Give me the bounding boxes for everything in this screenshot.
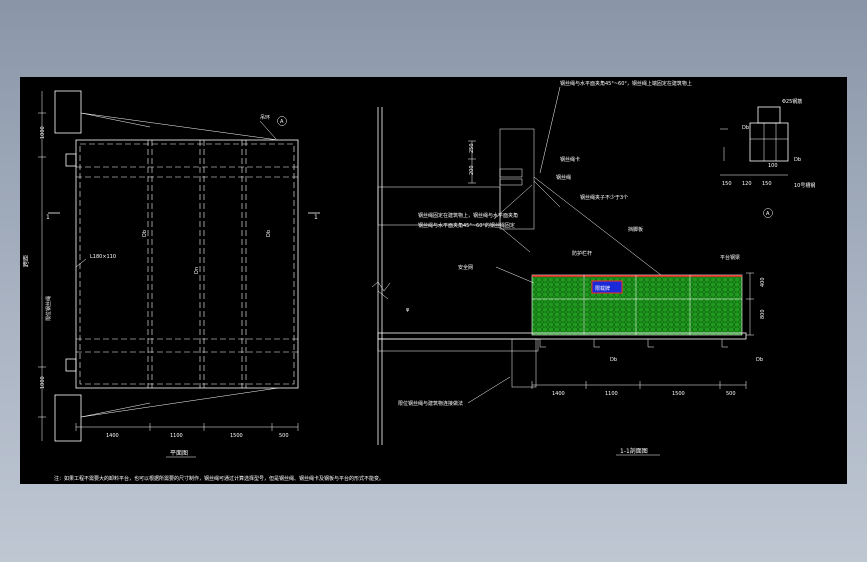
section-note-6: 钢丝绳与水平面夹角45°~60°的钢丝绳固定 (418, 222, 515, 229)
footnote: 注：如果工程不需要大的卸料平台，也可以根据所需要的尺寸制作，钢丝绳可通过计算选择… (54, 475, 384, 482)
section-note-8: 防护栏杆 (572, 250, 592, 257)
plan-span-label: 跨距 (22, 255, 30, 267)
section-dim-v-1: 200 (469, 165, 475, 175)
plan-clip-top (65, 153, 77, 167)
section-dim-4: 500 (726, 391, 736, 397)
section-note-4: 钢丝绳夹子不少于3个 (580, 194, 628, 201)
plan-db-label-2: Db (266, 230, 272, 237)
detail-callout-a: A (766, 211, 770, 217)
section-dim-r-1: 400 (760, 277, 766, 287)
section-dim-2: 1100 (605, 391, 618, 397)
plan-callout-a: A (280, 119, 284, 125)
detail-dim-2: 120 (742, 181, 752, 187)
plan-tag-label: 限位钢丝绳 (45, 296, 52, 321)
plan-dim-left-top: 1000 (40, 126, 46, 139)
cad-drawing-sheet: 1 1 1000 1000 跨距 L180×110 限位钢丝绳 Db Db Dn… (20, 77, 847, 484)
load-limit-sign-text: 限载牌 (595, 285, 610, 292)
section-title: 1-1剖面图 (620, 447, 648, 455)
detail-dim-1: 150 (722, 181, 732, 187)
svg-text:Dn: Dn (194, 267, 200, 274)
plan-post-top (54, 90, 82, 134)
plan-db-label-1: Db (142, 230, 148, 237)
section-note-7: 安全网 (458, 264, 473, 271)
plan-dim-4: 500 (279, 433, 289, 439)
section-dim-v-2: 250 (469, 143, 475, 153)
section-dim-1: 1400 (552, 391, 565, 397)
plan-clip-bottom (65, 358, 77, 372)
plan-section-mark-left: 1 (46, 214, 50, 221)
platform-beam (377, 332, 747, 340)
detail-dim-3: 150 (762, 181, 772, 187)
detail-dim-4: 100 (768, 163, 778, 169)
section-note-10: 平台钢梁 (720, 254, 740, 261)
plan-view: 1 1 1000 1000 跨距 L180×110 限位钢丝绳 Db Db Dn… (22, 90, 320, 458)
plan-title: 平面图 (170, 450, 188, 457)
upper-slab (377, 186, 501, 226)
plan-dim-1: 1400 (106, 433, 119, 439)
section-note-11: 限位钢丝绳与建筑物连接做法 (398, 400, 463, 407)
detail-label-4: 10号槽钢 (794, 182, 815, 189)
load-limit-sign (591, 280, 623, 294)
detail-label-1: Db (742, 125, 749, 131)
plan-post-bottom (54, 394, 82, 442)
section-dim-3: 1500 (672, 391, 685, 397)
plan-dim-2: 1100 (170, 433, 183, 439)
section-view: 限载牌 200 250 400 800 1400 1100 1500 500 (371, 80, 766, 456)
section-note-3: 钢丝绳 (556, 174, 571, 181)
safety-mesh-rail (531, 274, 743, 336)
drawing-canvas: 1 1 1000 1000 跨距 L180×110 限位钢丝绳 Db Db Dn… (22, 80, 815, 482)
detail-label-3: Db (794, 157, 801, 163)
section-dim-r-2: 800 (760, 309, 766, 319)
section-note-12: Db (610, 357, 617, 363)
section-note-1: 钢丝绳与水平面夹角45°~60°，钢丝绳上端固定在建筑物上 (560, 80, 692, 87)
plan-anchor-label: 吊环 (260, 115, 270, 121)
detail-label-2: Φ25钢筋 (782, 98, 802, 105)
lower-beam (511, 338, 537, 388)
plan-section-mark-right: 1 (314, 214, 318, 221)
section-note-13: Db (756, 357, 763, 363)
lower-slab (377, 338, 539, 352)
plan-pipe-label: L180×110 (90, 254, 116, 260)
svg-text:φ: φ (406, 307, 410, 313)
plan-dim-3: 1500 (230, 433, 243, 439)
section-note-2: 钢丝绳卡 (560, 156, 580, 163)
section-note-5: 钢丝绳固定在建筑物上，钢丝绳与水平面夹角 (418, 212, 518, 219)
plan-frame-inner (79, 143, 295, 385)
detail-a: 150 120 150 100 Db Φ25钢筋 Db 10号槽钢 A (720, 98, 815, 218)
plan-frame-outer (75, 139, 299, 389)
section-note-9: 挡脚板 (628, 226, 643, 233)
plan-dim-left-bottom: 1000 (40, 376, 46, 389)
